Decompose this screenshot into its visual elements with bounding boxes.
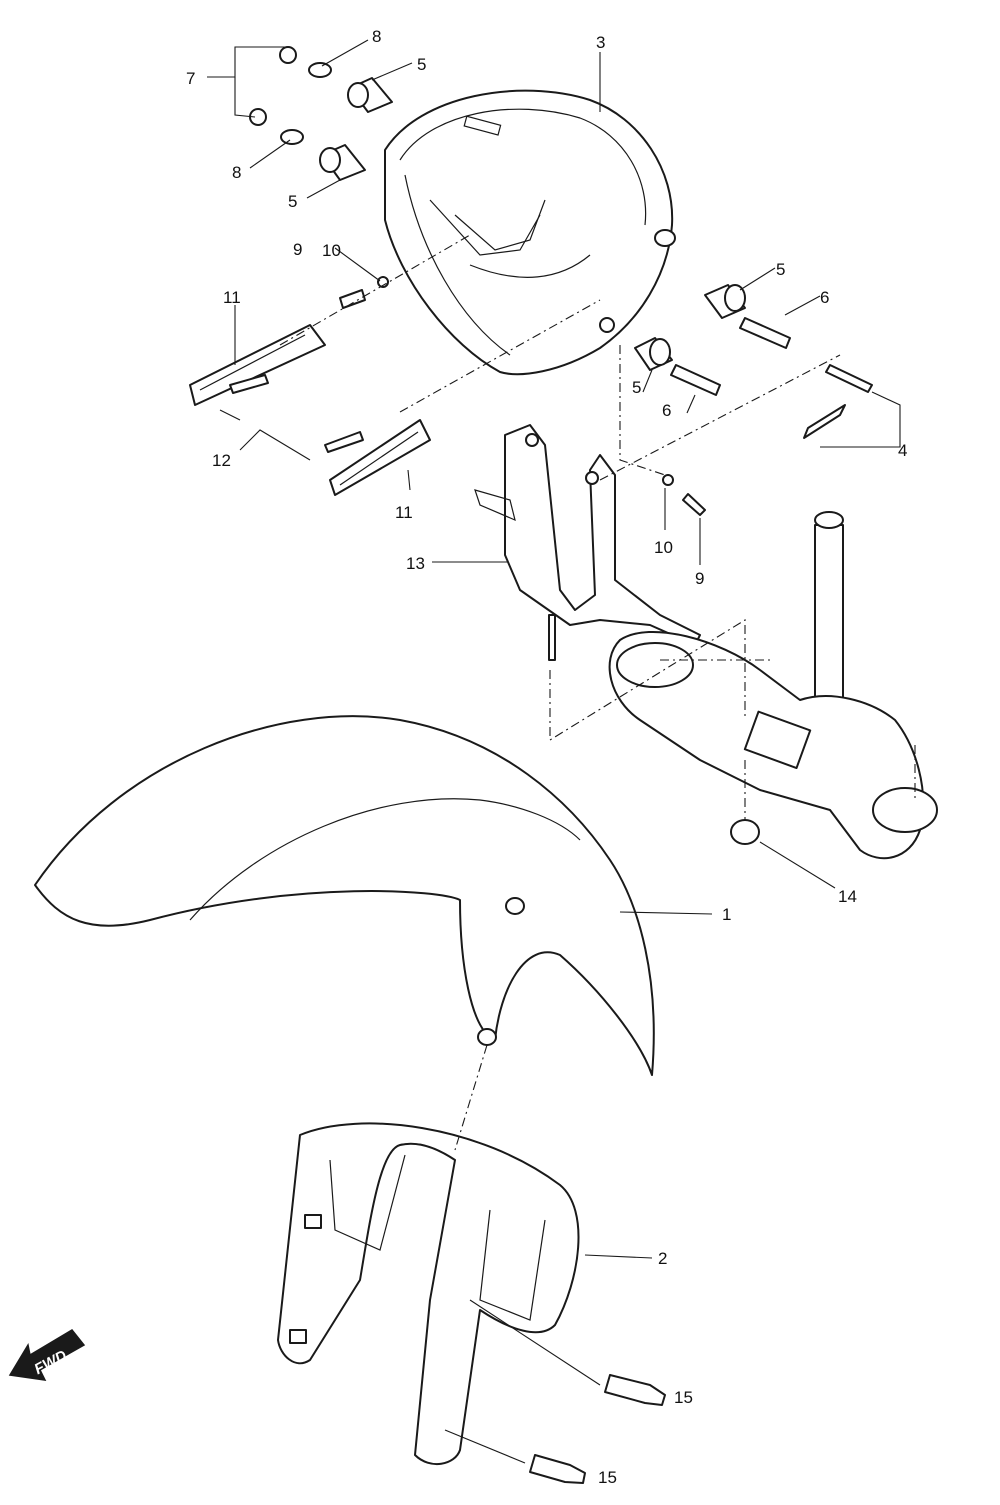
forward-arrow: FWD xyxy=(8,1329,86,1381)
front-fender xyxy=(34,715,655,1076)
callout-15: 15 xyxy=(674,1388,693,1407)
callout-13: 13 xyxy=(406,554,425,573)
callout-11: 11 xyxy=(223,288,241,307)
callout-12: 12 xyxy=(212,451,231,470)
brackets xyxy=(189,276,706,516)
callout-10: 10 xyxy=(322,241,341,260)
callout-numbers: 1 2 3 4 5 5 5 5 6 6 7 8 8 9 9 10 10 11 1… xyxy=(186,27,907,1487)
callout-10: 10 xyxy=(654,538,673,557)
callout-8: 8 xyxy=(372,27,381,46)
callout-6: 6 xyxy=(662,401,671,420)
callout-9: 9 xyxy=(293,240,302,259)
callout-3: 3 xyxy=(596,33,605,52)
callout-15: 15 xyxy=(598,1468,617,1487)
headlight-stay xyxy=(474,424,701,661)
callout-5: 5 xyxy=(288,192,297,211)
callout-4: 4 xyxy=(898,441,907,460)
hardware-right xyxy=(634,284,873,439)
callout-5: 5 xyxy=(417,55,426,74)
callout-5: 5 xyxy=(776,260,785,279)
callout-11: 11 xyxy=(395,503,413,522)
callout-5: 5 xyxy=(632,378,641,397)
callout-14: 14 xyxy=(838,887,857,906)
callout-8: 8 xyxy=(232,163,241,182)
bolts-15 xyxy=(529,1374,666,1484)
inner-fender xyxy=(277,1122,580,1465)
callout-2: 2 xyxy=(658,1249,667,1268)
steering-stem xyxy=(608,511,938,860)
callout-6: 6 xyxy=(820,288,829,307)
hardware-upper-left xyxy=(249,46,393,181)
callout-9: 9 xyxy=(695,569,704,588)
callout-7: 7 xyxy=(186,69,195,88)
headlight-case xyxy=(384,89,676,376)
leader-lines xyxy=(207,39,916,1464)
callout-1: 1 xyxy=(722,905,731,924)
